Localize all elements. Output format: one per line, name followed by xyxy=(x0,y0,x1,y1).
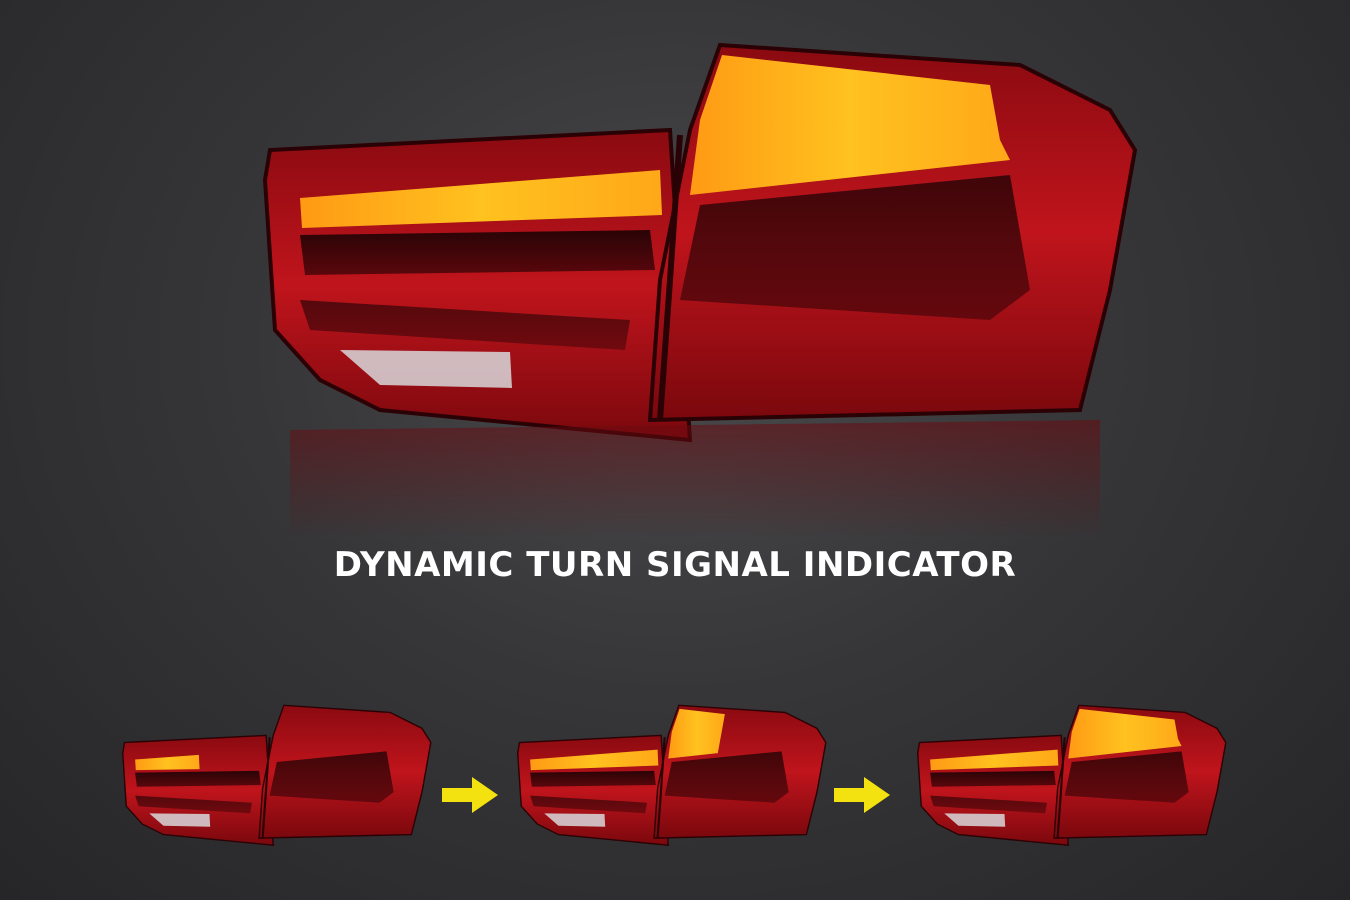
inner-turn-signal-strip xyxy=(300,170,662,228)
turn-signal-progress xyxy=(930,749,1059,771)
sequence-step-2 xyxy=(505,700,835,870)
outer-signal-full xyxy=(1068,708,1182,759)
right-arrow-icon xyxy=(832,775,892,815)
sequence-step-3 xyxy=(905,700,1235,870)
turn-signal-progress xyxy=(530,749,659,771)
outer-signal-partial xyxy=(668,708,725,759)
tail-light-body xyxy=(265,45,1135,440)
right-arrow-icon xyxy=(440,775,500,815)
turn-signal-progress xyxy=(135,754,200,771)
tail-light-image xyxy=(230,30,1160,540)
tail-light-hero-svg xyxy=(230,30,1160,540)
surface-reflection xyxy=(290,420,1100,540)
outer-turn-signal-block xyxy=(690,55,1010,195)
sequence-step-1 xyxy=(110,700,440,870)
headline: DYNAMIC TURN SIGNAL INDICATOR xyxy=(333,545,1017,585)
